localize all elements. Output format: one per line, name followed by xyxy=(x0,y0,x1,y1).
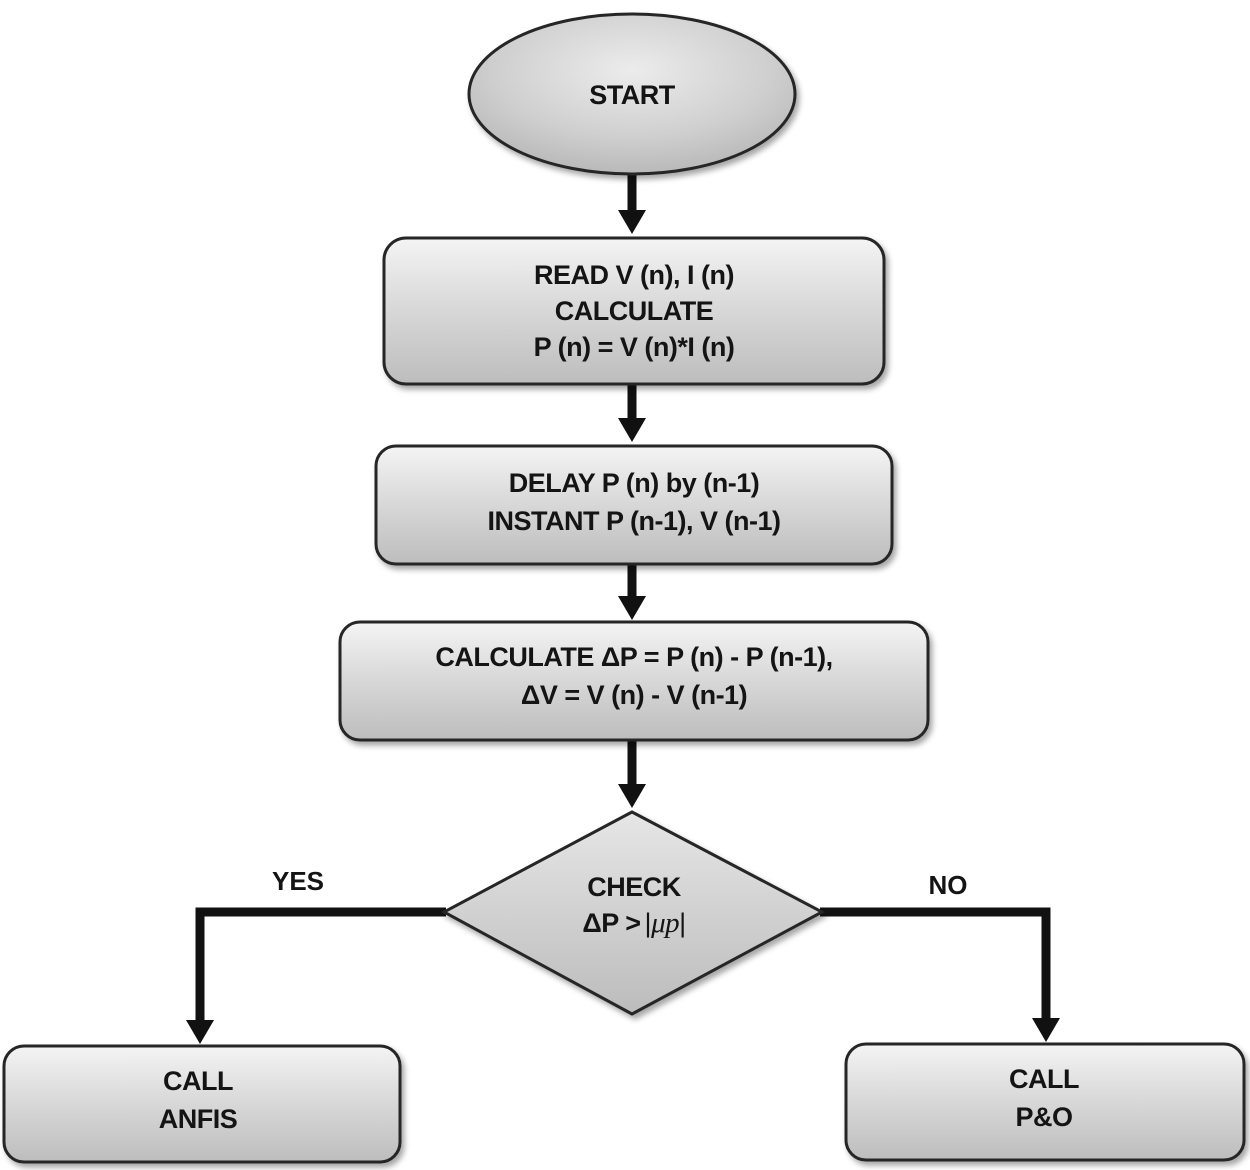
check-mu-symbol: μp xyxy=(650,907,679,939)
read-line-1: READ V (n), I (n) xyxy=(534,260,734,290)
connector-start-to-read xyxy=(618,172,646,234)
no-label: NO xyxy=(929,870,968,900)
delay-line-1: DELAY P (n) by (n-1) xyxy=(509,468,760,498)
read-calculate-node: READ V (n), I (n) CALCULATE P (n) = V (n… xyxy=(382,236,886,386)
connector-no-branch xyxy=(820,907,1060,1042)
calculate-delta-node: CALCULATE ΔP = P (n) - P (n-1), ΔV = V (… xyxy=(338,620,930,742)
calc-line-2: ΔV = V (n) - V (n-1) xyxy=(521,680,747,710)
call-anfis-node: CALL ANFIS xyxy=(2,1044,402,1164)
start-node: START xyxy=(467,12,797,176)
anfis-line-1: CALL xyxy=(163,1066,233,1096)
yes-label: YES xyxy=(272,866,324,896)
check-decision-node: CHECK ΔP >|μp| xyxy=(440,810,826,1016)
calc-line-1: CALCULATE ΔP = P (n) - P (n-1), xyxy=(435,642,832,672)
po-line-2: P&O xyxy=(1015,1102,1072,1132)
check-condition-prefix: ΔP > xyxy=(582,908,640,938)
start-label: START xyxy=(589,80,675,110)
connector-delay-to-calc xyxy=(618,564,646,620)
connector-read-to-delay xyxy=(618,384,646,442)
check-abs-open: | xyxy=(645,908,652,938)
read-line-2: CALCULATE xyxy=(555,296,713,326)
call-po-node: CALL P&O xyxy=(844,1042,1246,1162)
check-abs-close: | xyxy=(679,908,686,938)
connector-yes-branch xyxy=(186,907,446,1044)
delay-line-2: INSTANT P (n-1), V (n-1) xyxy=(488,506,781,536)
check-line-2: ΔP >|μp| xyxy=(582,907,685,939)
delay-node: DELAY P (n) by (n-1) INSTANT P (n-1), V … xyxy=(374,444,894,566)
po-line-1: CALL xyxy=(1009,1064,1079,1094)
connector-calc-to-check xyxy=(618,740,646,808)
read-line-3: P (n) = V (n)*I (n) xyxy=(534,332,735,362)
anfis-line-2: ANFIS xyxy=(159,1104,238,1134)
check-line-1: CHECK xyxy=(587,872,682,902)
